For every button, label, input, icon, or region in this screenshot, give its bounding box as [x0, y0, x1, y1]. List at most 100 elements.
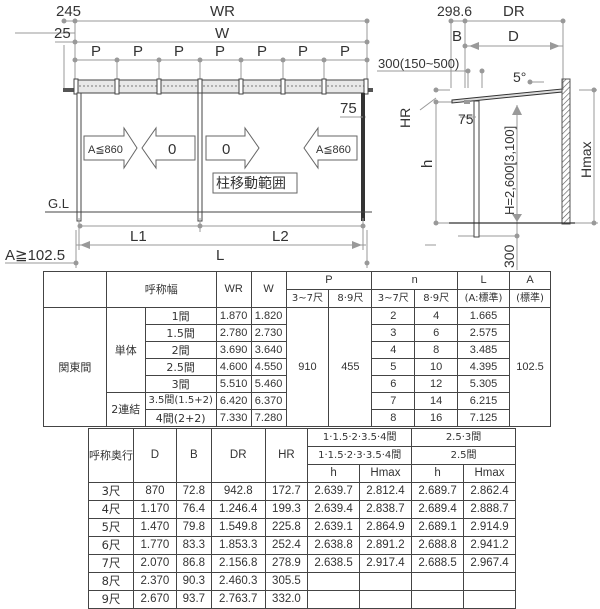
row-wr: 7.330 — [215, 409, 252, 427]
p-value-3-7: 910 — [285, 307, 330, 427]
row-name: 2.5間 — [144, 358, 217, 376]
row-dr: 2.460.3 — [210, 572, 266, 591]
row-d: 1.470 — [133, 518, 177, 537]
hr-label: HR — [397, 108, 413, 128]
table-row: 5尺 1.470 79.8 1.549.8 225.8 2.639.1 2.86… — [88, 518, 516, 537]
row-name: 3.5間(1.5+2) — [144, 392, 217, 410]
row-depth: 3尺 — [88, 482, 134, 501]
table-row: 4尺 1.170 76.4 1.246.4 199.3 2.639.4 2.83… — [88, 500, 516, 519]
row-hmax2: 2.888.7 — [463, 500, 516, 519]
span-l1-label: L1 — [130, 228, 147, 245]
hmax-label: Hmax — [578, 141, 594, 178]
b-header: B — [175, 428, 212, 483]
row-n2: 4 — [414, 307, 459, 325]
nominal-width-header: 呼称幅 — [105, 271, 217, 308]
row-n1: 3 — [371, 324, 416, 342]
row-n1: 6 — [371, 375, 416, 393]
p-sub-header: 3~7尺 — [285, 289, 330, 308]
row-b: 83.3 — [175, 536, 212, 555]
row-h1: 2.638.5 — [307, 554, 360, 573]
post-offset-75: 75 — [340, 100, 357, 117]
row-w: 4.550 — [250, 358, 287, 376]
row-n1: 8 — [371, 409, 416, 427]
row-hmax1: 2.812.4 — [358, 482, 413, 501]
row-hmax2: 2.941.2 — [463, 536, 516, 555]
row-dr: 2.156.8 — [210, 554, 266, 573]
pitch-label: P — [174, 43, 184, 60]
row-l: 7.125 — [457, 409, 510, 427]
row-depth: 7尺 — [88, 554, 134, 573]
row-hmax2: 2.967.4 — [463, 554, 516, 573]
d-header: D — [133, 428, 177, 483]
h-label: h — [419, 160, 436, 168]
table-row: 2連結 3.5間(1.5+2) 6.420 6.370 7 14 6.215 — [44, 392, 551, 427]
table-row: 7尺 2.070 86.8 2.156.8 278.9 2.638.5 2.91… — [88, 554, 516, 573]
row-l: 1.665 — [457, 307, 510, 325]
p-value-8-9: 455 — [328, 307, 373, 427]
row-n1: 5 — [371, 358, 416, 376]
row-hmax2: 2.862.4 — [463, 482, 516, 501]
pitch-label: P — [340, 43, 350, 60]
row-w: 6.370 — [250, 392, 287, 410]
front-view — [15, 20, 368, 90]
row-hmax1: 2.864.9 — [358, 518, 413, 537]
row-h1: 2.639.7 — [307, 482, 360, 501]
a-value: 102.5 — [508, 307, 552, 427]
row-h1 — [307, 572, 360, 591]
arrow-left-outer-label: A≦860 — [88, 144, 123, 156]
row-w: 3.640 — [250, 341, 287, 359]
table-row: 3尺 870 72.8 942.8 172.7 2.639.7 2.812.4 … — [88, 482, 516, 501]
row-h1: 2.639.1 — [307, 518, 360, 537]
row-h2: 2.689.4 — [411, 500, 465, 519]
row-depth: 4尺 — [88, 500, 134, 519]
side-post-offset-75: 75 — [458, 111, 474, 127]
row-w: 5.460 — [250, 375, 287, 393]
span-l-label: L — [216, 247, 224, 264]
group2-sub-header: 2.5間 — [411, 446, 516, 465]
row-n2: 6 — [414, 324, 459, 342]
dr-header: DR — [210, 428, 266, 483]
row-b: 90.3 — [175, 572, 212, 591]
ground-level-label: G.L — [48, 196, 69, 211]
dim-dr: DR — [503, 3, 525, 20]
row-name: 4間(2+2) — [144, 409, 217, 427]
dim-offset-298-6: 298.6 — [437, 3, 472, 19]
row-hmax1: 2.838.7 — [358, 500, 413, 519]
row-depth: 5尺 — [88, 518, 134, 537]
embed-depth-label: 300 — [501, 244, 517, 268]
arrow-right-inner-label: 0 — [222, 141, 230, 158]
table-row: 2間 3.690 3.640 4 8 3.485 — [44, 341, 551, 359]
row-hr: 225.8 — [264, 518, 309, 537]
table-row: 6尺 1.770 83.3 1.853.3 252.4 2.638.8 2.89… — [88, 536, 516, 555]
table-row: 関東間 単体 1間 1.870 1.820 910 455 2 4 1.665 … — [43, 307, 552, 427]
row-h2: 2.688.5 — [411, 554, 465, 573]
height-label: H=2,600[3,100] — [502, 126, 517, 215]
hmax2-header: Hmax — [463, 464, 516, 483]
region-header — [43, 271, 107, 308]
dim-offset-25: 25 — [54, 25, 71, 42]
row-l: 4.395 — [457, 358, 510, 376]
group1-sub-header: 1·1.5·2·3·3.5·4間 — [307, 446, 413, 465]
row-hmax1: 2.917.4 — [358, 554, 413, 573]
row-dr: 942.8 — [210, 482, 266, 501]
row-h2: 2.689.1 — [411, 518, 465, 537]
row-h1: 2.639.4 — [307, 500, 360, 519]
dim-wr: WR — [210, 3, 235, 20]
table-row: 3間 5.510 5.460 6 12 5.305 — [44, 375, 551, 393]
table-row: 1.5間 2.780 2.730 3 6 2.575 — [44, 324, 551, 342]
group1-top-header: 1·1.5·2·3.5·4間 — [307, 428, 413, 447]
dim-d: D — [508, 28, 519, 45]
dim-w: W — [215, 25, 230, 42]
wr-header: WR — [215, 271, 252, 308]
row-b: 86.8 — [175, 554, 212, 573]
table-row: 4間(2+2) 7.330 7.280 8 16 7.125 — [44, 409, 551, 427]
row-n2: 8 — [414, 341, 459, 359]
row-n2: 16 — [414, 409, 459, 427]
row-l: 3.485 — [457, 341, 510, 359]
row-d: 870 — [133, 482, 177, 501]
n-sub-header: 8·9尺 — [414, 289, 459, 308]
arrow-left-inner-label: 0 — [168, 141, 176, 158]
min-offset-label: A≧102.5 — [5, 247, 65, 264]
row-n1: 4 — [371, 341, 416, 359]
a-header: A — [508, 271, 552, 290]
